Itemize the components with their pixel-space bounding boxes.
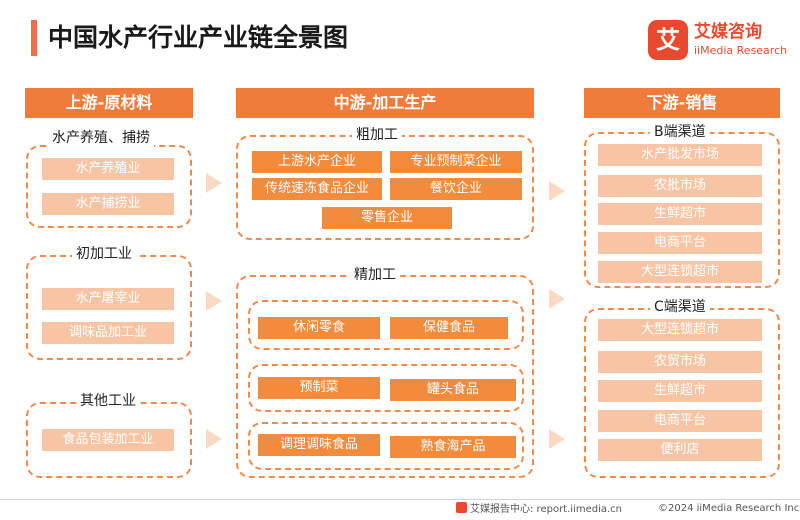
upstream-item: 食品包装加工业: [42, 429, 174, 451]
logo-name-cn: 艾媒咨询: [694, 22, 762, 42]
downstream-c-label: C端渠道: [650, 298, 710, 316]
downstream-b-item: 生鲜超市: [598, 203, 762, 225]
footer-source-text: 艾媒报告中心: report.iimedia.cn: [470, 504, 622, 515]
downstream-b-item: 水产批发市场: [598, 144, 762, 166]
flow-arrow-icon: [206, 429, 222, 449]
upstream-header: 上游-原材料: [25, 88, 193, 118]
midstream-rough-item: 餐饮企业: [390, 178, 522, 200]
downstream-b-item: 大型连锁超市: [598, 261, 762, 283]
page-title: 中国水产行业产业链全景图: [48, 23, 349, 52]
midstream-fine-item: 休闲零食: [258, 317, 380, 339]
ai-mei-small-logo-icon: [456, 502, 467, 513]
upstream-item: 水产屠宰业: [42, 288, 174, 310]
brand-logo: 艾 艾媒咨询 iiMedia Research: [648, 20, 794, 64]
ai-mei-logo-icon: 艾: [648, 20, 688, 60]
flow-arrow-icon: [549, 289, 565, 309]
midstream-fine-item: 保健食品: [390, 317, 508, 339]
midstream-rough-item: 专业预制菜企业: [390, 151, 522, 173]
flow-arrow-icon: [549, 181, 565, 201]
midstream-fine-item: 调理调味食品: [258, 434, 380, 456]
downstream-b-item: 电商平台: [598, 232, 762, 254]
midstream-header: 中游-加工生产: [236, 88, 534, 118]
flow-arrow-icon: [549, 429, 565, 449]
midstream-rough-label: 粗加工: [352, 126, 402, 144]
midstream-fine-label: 精加工: [350, 266, 400, 284]
logo-glyph: 艾: [656, 26, 680, 54]
footer-source: 艾媒报告中心: report.iimedia.cn: [456, 502, 622, 517]
flow-arrow-icon: [206, 291, 222, 311]
flow-arrow-icon: [206, 173, 222, 193]
upstream-item: 水产养殖业: [42, 158, 174, 180]
midstream-fine-item: 预制菜: [258, 377, 380, 399]
midstream-fine-item: 熟食海产品: [390, 436, 516, 458]
upstream-group-label: 其他工业: [76, 392, 140, 410]
midstream-fine-row: [248, 364, 524, 412]
footer-divider: [0, 499, 800, 500]
downstream-b-label: B端渠道: [650, 123, 710, 141]
footer-copyright: ©2024 iiMedia Research Inc: [658, 503, 800, 514]
downstream-c-item: 农贸市场: [598, 351, 762, 373]
midstream-rough-item: 传统速冻食品企业: [252, 178, 382, 200]
title-accent-bar: [31, 20, 37, 56]
downstream-c-item: 电商平台: [598, 410, 762, 432]
midstream-fine-row: [248, 300, 524, 350]
logo-name-en: iiMedia Research: [694, 44, 788, 57]
upstream-group-label: 初加工业: [72, 245, 136, 263]
downstream-header: 下游-销售: [584, 88, 780, 118]
downstream-c-item: 大型连锁超市: [598, 319, 762, 341]
midstream-rough-item: 零售企业: [322, 207, 452, 229]
upstream-group-label: 水产养殖、捕捞: [48, 129, 154, 147]
midstream-fine-row: [248, 422, 524, 470]
downstream-c-item: 便利店: [598, 439, 762, 461]
upstream-item: 水产捕捞业: [42, 193, 174, 215]
downstream-b-item: 农批市场: [598, 175, 762, 197]
upstream-item: 调味品加工业: [42, 322, 174, 344]
midstream-rough-item: 上游水产企业: [252, 151, 382, 173]
midstream-fine-item: 罐头食品: [390, 379, 516, 401]
downstream-c-item: 生鲜超市: [598, 380, 762, 402]
